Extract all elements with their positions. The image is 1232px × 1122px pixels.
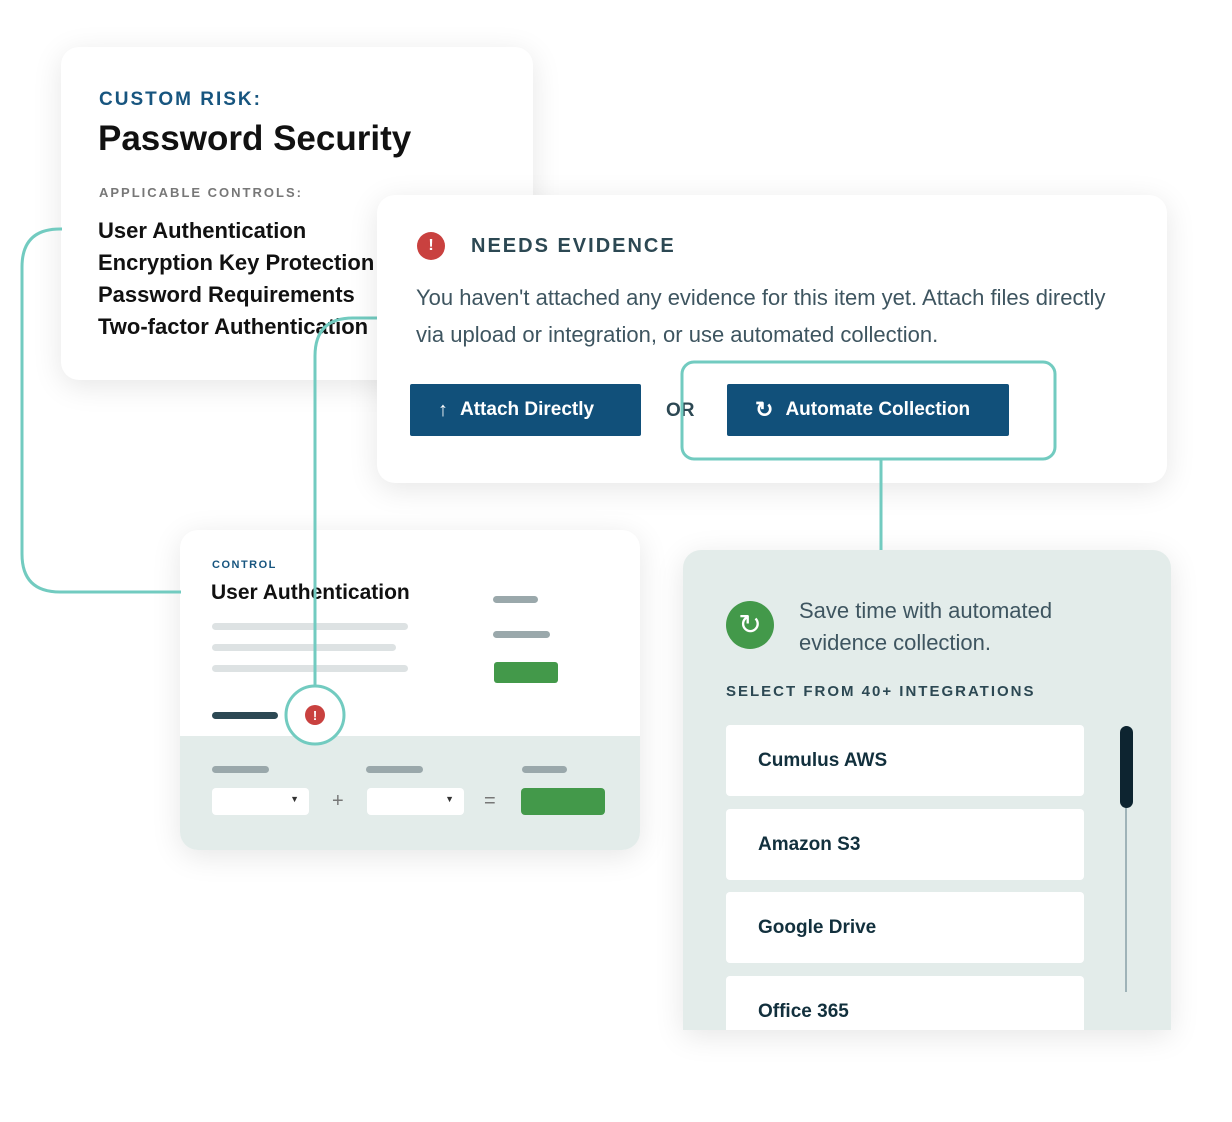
control-item[interactable]: Two-factor Authentication: [98, 314, 369, 339]
placeholder-line: [493, 596, 538, 603]
svg-text:!: !: [313, 708, 317, 723]
dropdown-select[interactable]: ▼: [367, 788, 464, 815]
controls-list: User Authentication Encryption Key Prote…: [98, 215, 374, 343]
evidence-message: You haven't attached any evidence for th…: [416, 285, 1106, 347]
placeholder-line: [212, 712, 278, 719]
attach-label: Attach Directly: [460, 399, 595, 420]
caret-down-icon: ▼: [445, 794, 454, 804]
connector-line: [313, 316, 380, 686]
select-label: SELECT FROM 40+ INTEGRATIONS: [726, 683, 1036, 700]
risk-eyebrow: CUSTOM RISK:: [99, 89, 262, 110]
caret-down-icon: ▼: [290, 794, 299, 804]
automate-collection-button[interactable]: ↻ Automate Collection: [727, 384, 1009, 436]
automate-label: Automate Collection: [785, 399, 971, 420]
integrations-headline: Save time with automated evidence collec…: [799, 598, 1053, 655]
dropdown-select[interactable]: ▼: [212, 788, 309, 815]
control-title: User Authentication: [211, 581, 410, 604]
controls-label: APPLICABLE CONTROLS:: [99, 185, 303, 200]
control-item[interactable]: User Authentication: [98, 218, 307, 243]
control-card: CONTROL User Authentication ▼ + ▼ =: [180, 530, 640, 850]
alert-icon: [305, 705, 325, 725]
placeholder-line: [212, 766, 269, 773]
attach-directly-button[interactable]: ↑ Attach Directly: [410, 384, 641, 436]
placeholder-line: [493, 631, 550, 638]
integration-item[interactable]: Amazon S3: [726, 809, 1084, 880]
scrollbar-thumb[interactable]: [1120, 726, 1133, 808]
risk-title: Password Security: [98, 119, 412, 158]
connector-line: [20, 227, 181, 594]
status-label: NEEDS EVIDENCE: [471, 235, 676, 257]
result-pill: [521, 788, 605, 815]
arrow-up-icon: ↑: [438, 398, 448, 421]
placeholder-line: [212, 665, 408, 672]
refresh-icon: ↻: [726, 601, 774, 649]
integrations-card: ↻ Save time with automated evidence coll…: [683, 550, 1171, 1030]
plus-sign: +: [332, 790, 344, 812]
placeholder-line: [212, 623, 408, 630]
placeholder-line: [522, 766, 567, 773]
control-item[interactable]: Encryption Key Protection: [98, 250, 375, 275]
needs-evidence-card: ! NEEDS EVIDENCE You haven't attached an…: [377, 195, 1167, 483]
control-footer: ▼ + ▼ =: [180, 736, 640, 850]
highlight-box: [680, 360, 1057, 461]
placeholder-line: [212, 644, 396, 651]
status-pill: [494, 662, 558, 683]
control-item[interactable]: Password Requirements: [98, 282, 355, 307]
integration-item[interactable]: Cumulus AWS: [726, 725, 1084, 796]
scrollbar-track[interactable]: [1125, 726, 1127, 992]
alert-icon: !: [417, 232, 445, 260]
or-label: OR: [666, 400, 695, 421]
integration-item[interactable]: Google Drive: [726, 892, 1084, 963]
placeholder-line: [366, 766, 423, 773]
control-eyebrow: CONTROL: [212, 559, 277, 571]
refresh-icon: ↻: [755, 397, 774, 422]
integration-item[interactable]: Office 365: [726, 976, 1084, 1030]
equals-sign: =: [484, 790, 496, 812]
